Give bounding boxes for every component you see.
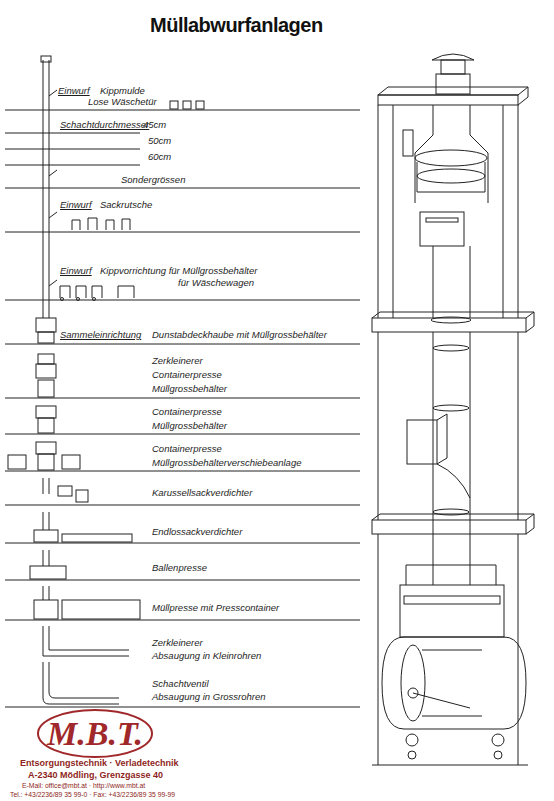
- schematic-label: Kippvorrichtung für Müllgrossbehälter: [100, 266, 257, 277]
- schematic-label: Absaugung in Kleinrohren: [152, 651, 261, 662]
- schematic-label: Schachtdurchmesser: [60, 120, 149, 131]
- schematic-label: 60cm: [148, 152, 171, 163]
- schematic-label: Containerpresse: [152, 370, 222, 381]
- schematic-label: Endlossackverdichter: [152, 527, 242, 538]
- schematic-label: Dunstabdeckhaube mit Müllgrossbehälter: [152, 330, 327, 341]
- schematic-label: Müllgrossbehälter: [152, 384, 227, 395]
- schematic-label: Kippmulde: [100, 86, 145, 97]
- title: Müllabwurfanlagen: [150, 14, 323, 37]
- logo-oval: M.B.T.: [36, 708, 154, 759]
- schematic-label: Containerpresse: [152, 444, 222, 455]
- schematic-label: Containerpresse: [152, 407, 222, 418]
- schematic-label: Sackrutsche: [100, 200, 152, 211]
- schematic-label: Müllpresse mit Presscontainer: [152, 603, 279, 614]
- schematic-label: Einwurf: [58, 86, 90, 97]
- schematic-label: Lose Wäschetür: [88, 97, 157, 108]
- footer-text: Entsorgungstechnik · Verladetechnik: [20, 758, 179, 768]
- footer-text: E-Mail: office@mbt.at · http://www.mbt.a…: [22, 782, 145, 790]
- schematic-label: 45cm: [143, 120, 166, 131]
- schematic-label: Müllgrossbehälterverschiebeanlage: [152, 458, 301, 469]
- schematic-label: Müllgrossbehälter: [152, 421, 227, 432]
- schematic-label: Zerkleinerer: [152, 638, 203, 649]
- schematic-label: Einwurf: [60, 200, 92, 211]
- footer-text: A-2340 Mödling, Grenzgasse 40: [28, 770, 163, 780]
- schematic-label: Zerkleinerer: [152, 356, 203, 367]
- footer-text: Tel.: +43/2236/89 35 99-0 · Fax: +43/223…: [10, 791, 175, 799]
- schematic-label: Absaugung in Grossrohren: [152, 692, 266, 703]
- schematic-label: Karussellsackverdichter: [152, 488, 252, 499]
- schematic-label: Einwurf: [60, 266, 92, 277]
- schematic-label: 50cm: [148, 136, 171, 147]
- logo-text: M.B.T.: [36, 717, 154, 751]
- schematic-label: Ballenpresse: [152, 563, 207, 574]
- schematic-label: für Wäschewagen: [178, 278, 254, 289]
- schematic-label: Sammeleinrichtung: [60, 330, 141, 341]
- schematic-label: Sondergrössen: [121, 175, 185, 186]
- schematic-label: Schachtventil: [152, 679, 209, 690]
